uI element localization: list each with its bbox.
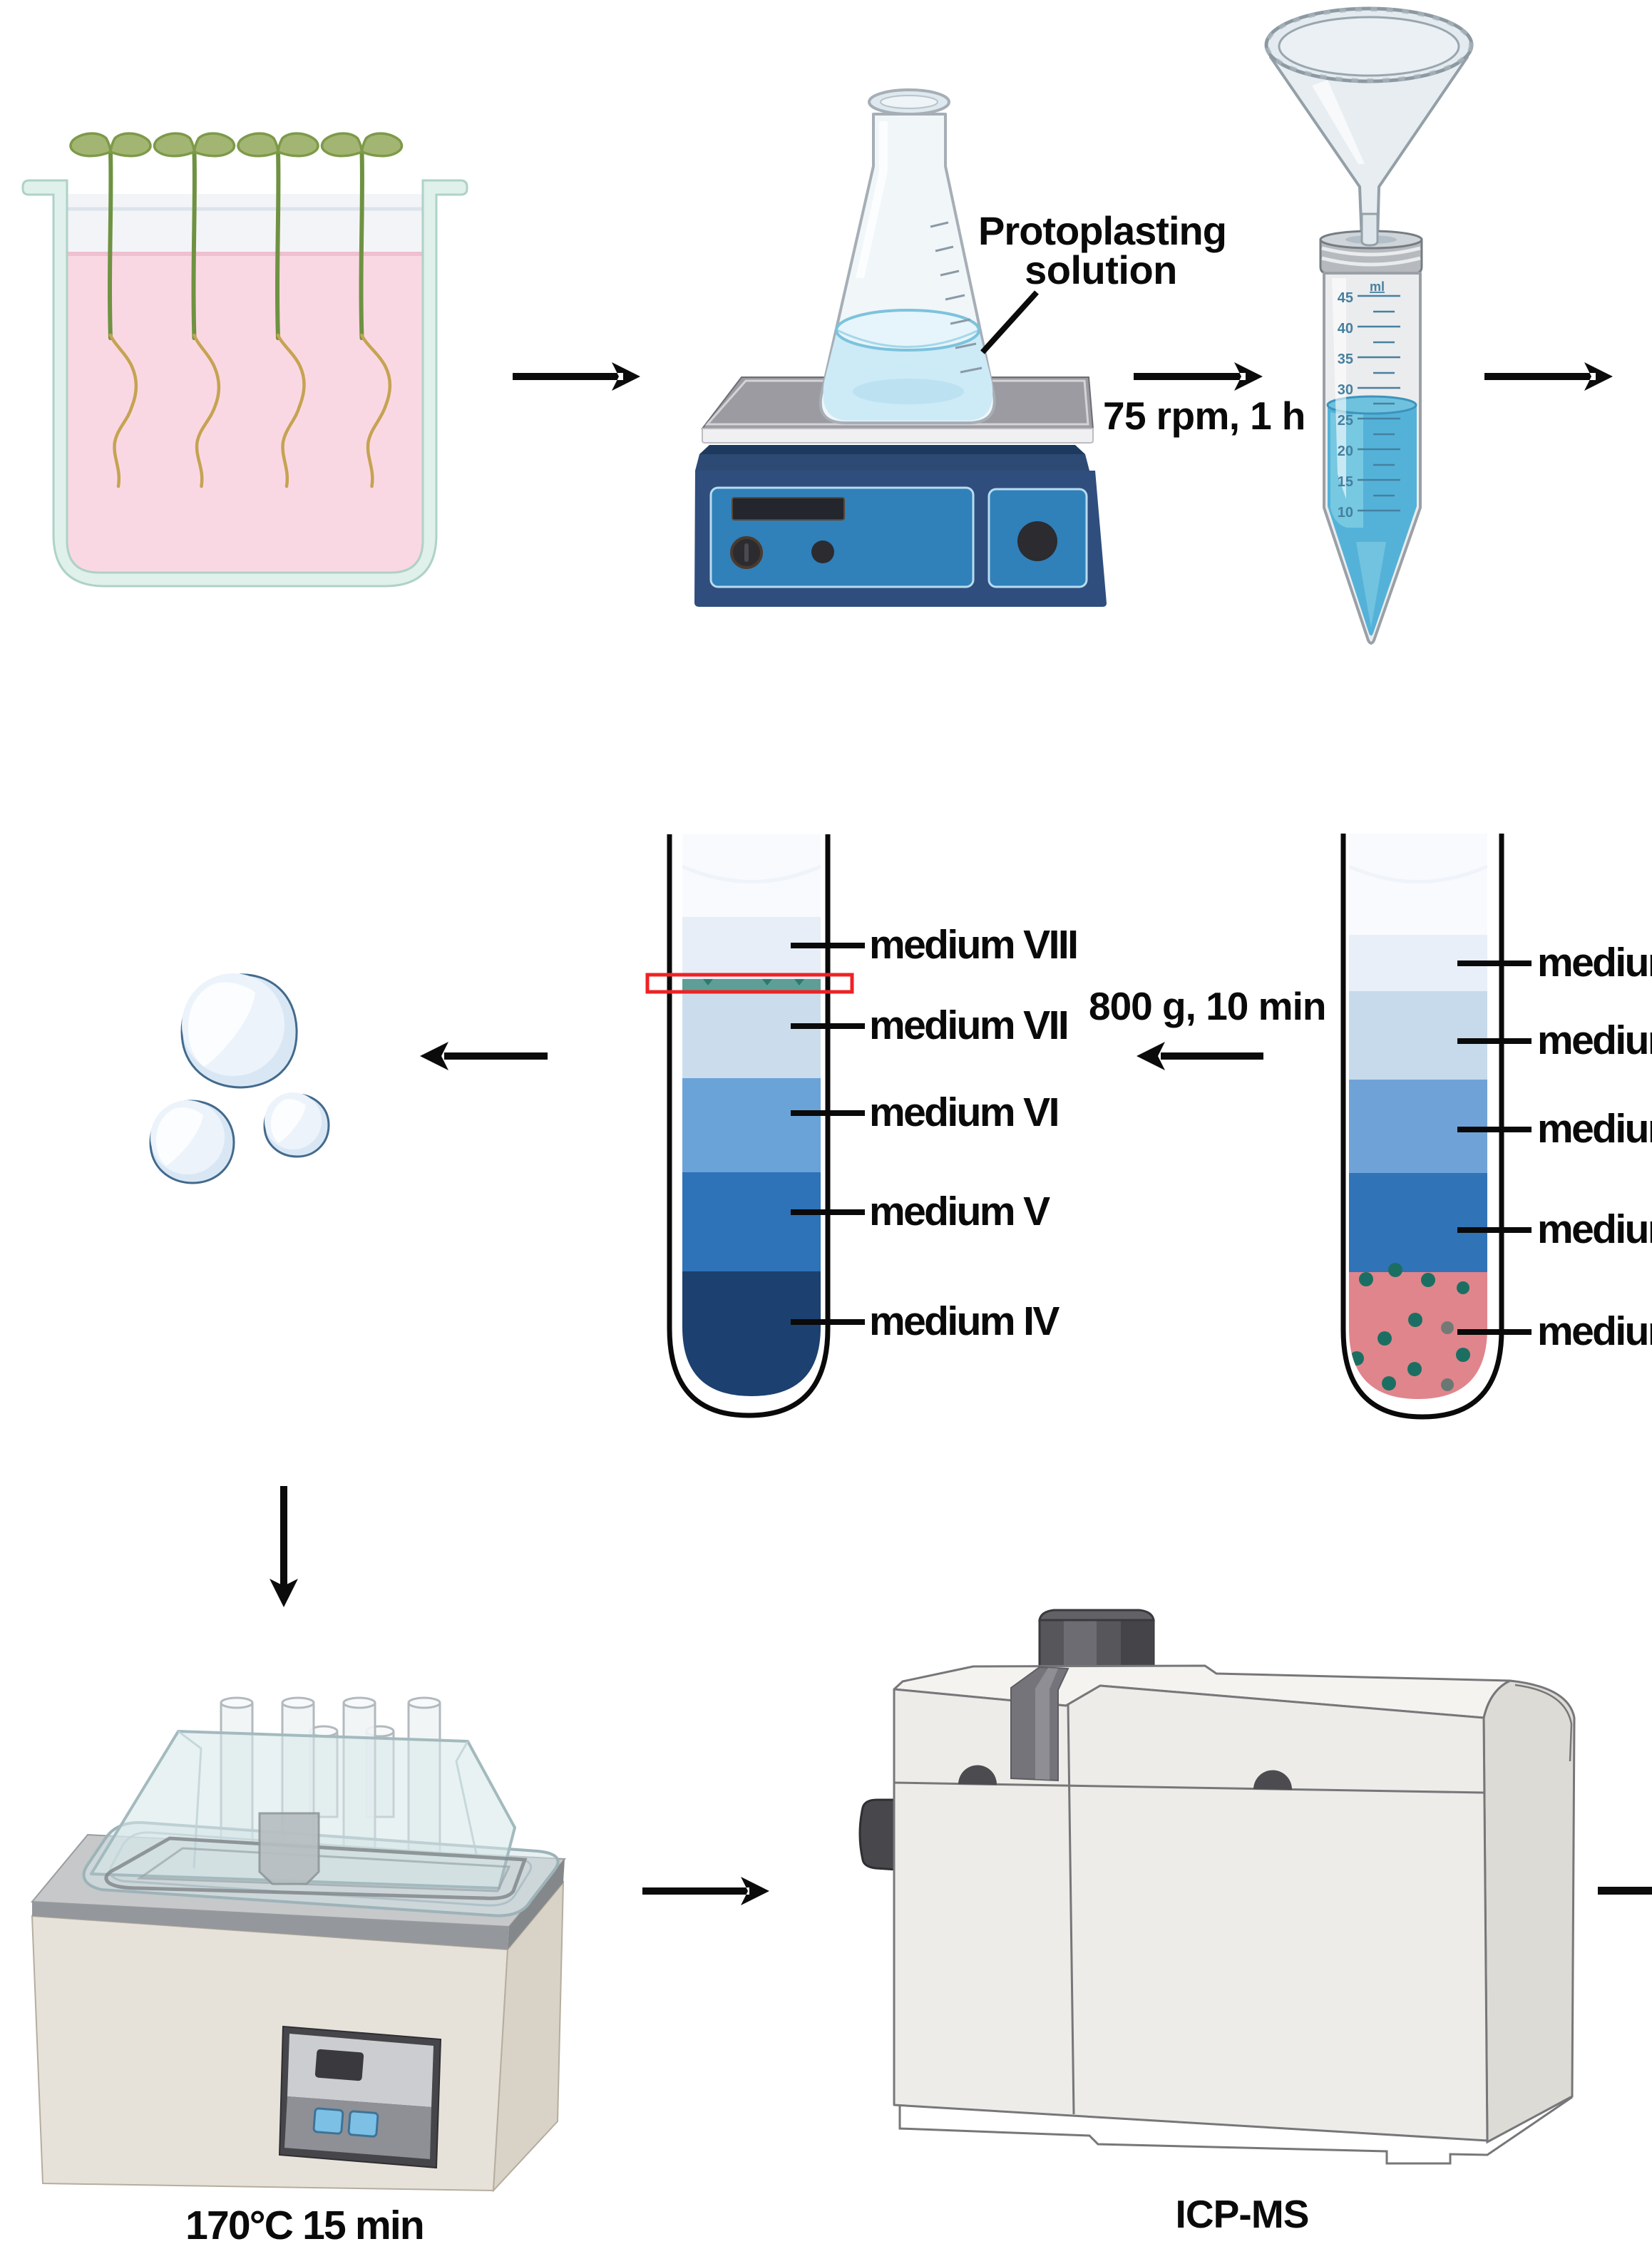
svg-text:medium V: medium V [1537, 1207, 1652, 1252]
svg-text:35: 35 [1338, 352, 1353, 367]
svg-text:Protoplasting: Protoplasting [978, 208, 1226, 253]
svg-text:40: 40 [1338, 321, 1353, 337]
svg-text:10: 10 [1338, 505, 1353, 521]
svg-text:30: 30 [1338, 382, 1353, 398]
svg-text:800 g, 10 min: 800 g, 10 min [1089, 984, 1325, 1028]
svg-text:ICP-MS: ICP-MS [1175, 2192, 1308, 2236]
svg-text:45: 45 [1338, 290, 1353, 306]
svg-text:170°C 15 min: 170°C 15 min [185, 2203, 424, 2248]
svg-text:medium VII: medium VII [1537, 1018, 1652, 1063]
svg-text:medium VI: medium VI [1537, 1106, 1652, 1152]
svg-text:ml: ml [1370, 280, 1385, 294]
svg-text:solution: solution [1025, 247, 1177, 292]
svg-text:75 rpm, 1 h: 75 rpm, 1 h [1103, 394, 1305, 438]
svg-text:20: 20 [1338, 444, 1353, 459]
svg-text:25: 25 [1338, 413, 1353, 429]
svg-text:15: 15 [1338, 474, 1353, 490]
svg-text:medium IV: medium IV [1537, 1308, 1652, 1354]
svg-text:medium V: medium V [869, 1189, 1050, 1234]
svg-text:medium VI: medium VI [869, 1090, 1058, 1135]
svg-text:medium VIII: medium VIII [1537, 940, 1652, 985]
svg-text:medium VIII: medium VIII [869, 922, 1077, 968]
svg-text:medium IV: medium IV [869, 1298, 1060, 1344]
svg-text:medium VII: medium VII [869, 1003, 1067, 1048]
